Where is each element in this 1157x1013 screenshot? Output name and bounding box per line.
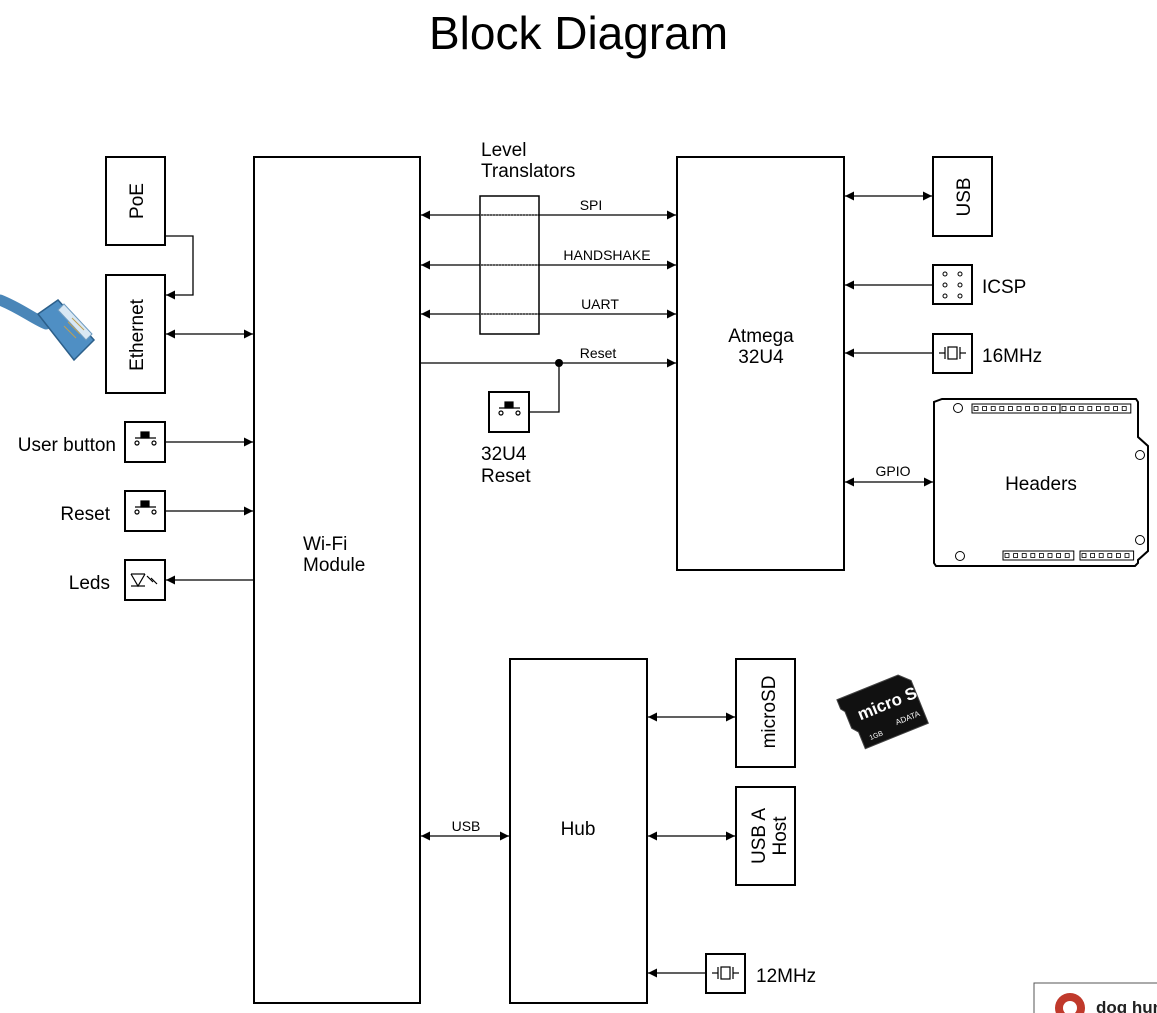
header-pin	[1033, 406, 1039, 411]
crystal-icon	[712, 966, 739, 980]
header-pin	[1047, 553, 1053, 558]
signal-label-handshake: HANDSHAKE	[563, 247, 650, 263]
wifi-module-block	[253, 156, 421, 1004]
header-pin	[973, 406, 979, 411]
header-pin	[1113, 406, 1118, 411]
icsp-label: ICSP	[982, 277, 1026, 298]
header-pin	[1098, 553, 1104, 558]
corner-logo: dog hun	[1033, 982, 1157, 1013]
signal-label-gpio: GPIO	[875, 463, 910, 479]
header-pin	[1025, 406, 1030, 411]
header-pin	[1124, 553, 1130, 558]
svg-text:1GB: 1GB	[869, 730, 885, 742]
reset-button-label: Reset	[60, 504, 110, 525]
poe-block	[105, 156, 166, 246]
reset-32u4-label: Reset	[481, 466, 531, 487]
signal-label-reset: Reset	[580, 345, 617, 361]
header-pin	[1096, 406, 1101, 411]
header-pin	[1116, 553, 1121, 558]
crystal-icon	[939, 346, 966, 360]
poe-label: PoE	[127, 183, 148, 219]
atmega-block	[676, 156, 845, 571]
header-pin	[990, 406, 996, 411]
header-pin	[1087, 406, 1093, 411]
crystal-16mhz-label: 16MHz	[982, 346, 1042, 367]
header-pin	[1042, 406, 1048, 411]
header-strip	[1059, 403, 1132, 414]
header-pin	[1107, 553, 1113, 558]
headers-label: Headers	[1005, 474, 1077, 495]
header-strip	[1079, 550, 1135, 561]
level-translators-label: Translators	[481, 161, 575, 182]
usb-a-host-label: Host	[770, 816, 791, 856]
header-pin	[1070, 406, 1075, 411]
icsp-pins-icon	[942, 271, 963, 299]
header-pin	[1016, 406, 1022, 411]
reset-32u4-button	[488, 391, 530, 433]
signal-label-uart: UART	[581, 296, 619, 312]
reset-button-block	[124, 490, 166, 532]
led-icon	[130, 573, 158, 588]
atmega-label: 32U4	[738, 347, 784, 368]
header-pin	[1121, 406, 1127, 411]
header-pin	[1081, 553, 1087, 558]
header-pin	[1051, 406, 1056, 411]
header-pin	[982, 406, 987, 411]
header-pin	[1064, 553, 1070, 558]
signal-label-spi: SPI	[580, 197, 603, 213]
board-mounting-holes	[953, 403, 1145, 561]
crystal-12mhz-label: 12MHz	[756, 966, 816, 987]
hub-label: Hub	[561, 819, 596, 840]
level-translators-label: Level	[481, 140, 526, 161]
pushbutton-icon	[134, 500, 157, 515]
usb-a-host-label: USB A	[749, 808, 770, 864]
header-pin	[1004, 553, 1010, 558]
header-pin	[1061, 406, 1067, 411]
headers-board	[933, 398, 1149, 567]
leds-label: Leds	[69, 573, 110, 594]
wifi-module-label: Wi-Fi	[303, 534, 347, 555]
usb-a-host-block	[735, 786, 796, 886]
crystal-16mhz-block	[932, 333, 973, 374]
header-pin	[1078, 406, 1084, 411]
ethernet-block	[105, 274, 166, 394]
level-translator-dotted-lines	[480, 214, 539, 315]
icsp-connector	[932, 264, 973, 305]
user-button-label: User button	[18, 435, 116, 456]
poe-ethernet-link	[165, 235, 194, 300]
reset-junction-dot	[555, 359, 563, 367]
wifi-module-label: Module	[303, 555, 365, 576]
reset-32u4-wire	[530, 363, 560, 413]
ethernet-label: Ethernet	[127, 298, 148, 371]
microsd-block	[735, 658, 796, 768]
ethernet-cable-icon	[0, 294, 96, 362]
header-strip	[1002, 550, 1075, 561]
header-pin	[999, 406, 1005, 411]
header-pin	[1104, 406, 1110, 411]
header-pin	[1090, 553, 1095, 558]
corner-logo-text: dog hun	[1096, 998, 1157, 1013]
atmega-label: Atmega	[728, 326, 794, 347]
usb-label: USB	[954, 177, 975, 216]
leds-block	[124, 559, 166, 601]
reset-32u4-label: 32U4	[481, 444, 527, 465]
usb-block	[932, 156, 993, 237]
microsd-label: microSD	[759, 676, 780, 749]
crystal-12mhz-block	[705, 953, 746, 994]
header-pin	[1013, 553, 1018, 558]
header-pin	[1056, 553, 1061, 558]
signal-label-usb: USB	[452, 818, 481, 834]
user-button-block	[124, 421, 166, 463]
pushbutton-icon	[134, 431, 157, 446]
header-pin	[1008, 406, 1013, 411]
hub-block	[509, 658, 648, 1004]
header-pin	[1039, 553, 1044, 558]
header-pin	[1021, 553, 1027, 558]
header-pin	[1030, 553, 1036, 558]
pushbutton-icon	[498, 401, 521, 416]
header-pin-strips	[971, 403, 1135, 561]
page-title: Block Diagram	[428, 7, 729, 59]
microsd-card-icon: micro SD ADATA 1GB	[836, 674, 931, 750]
